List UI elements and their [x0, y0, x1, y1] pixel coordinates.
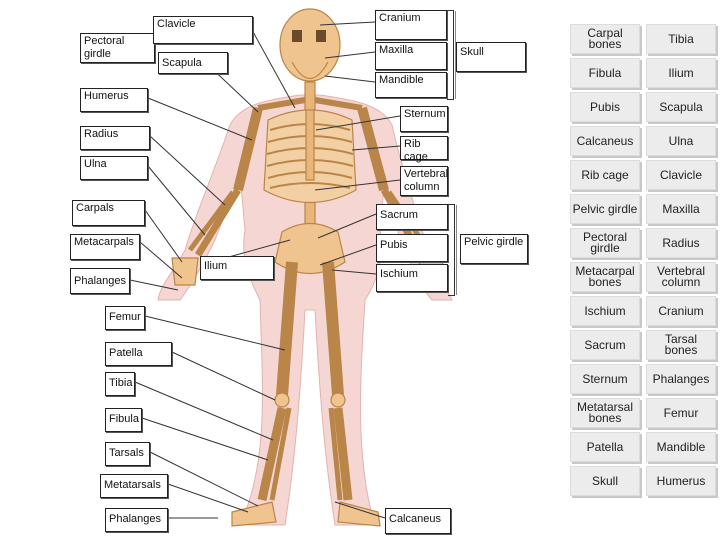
label-maxilla: Maxilla — [375, 42, 447, 70]
card-humerus[interactable]: Humerus — [646, 466, 716, 496]
card-pelvic-girdle[interactable]: Pelvic girdle — [570, 194, 640, 224]
label-rib-cage: Rib cage — [400, 136, 448, 163]
card-sacrum[interactable]: Sacrum — [570, 330, 640, 360]
card-maxilla[interactable]: Maxilla — [646, 194, 716, 224]
label-patella: Patella — [105, 342, 172, 366]
card-vertebral-column[interactable]: Vertebral column — [646, 262, 716, 292]
label-scapula: Scapula — [158, 52, 228, 74]
label-metacarpals: Metacarpals — [70, 234, 140, 260]
label-phalanges-foot: Phalanges — [105, 508, 168, 532]
card-ischium[interactable]: Ischium — [570, 296, 640, 326]
label-radius: Radius — [80, 126, 150, 150]
label-pubis: Pubis — [376, 234, 448, 262]
label-vertebral-column: Vertebral column — [400, 166, 448, 196]
label-femur: Femur — [105, 306, 145, 330]
label-phalanges-hand: Phalanges — [70, 268, 130, 294]
label-fibula: Fibula — [105, 408, 142, 432]
label-skull: Skull — [456, 42, 526, 72]
card-pubis[interactable]: Pubis — [570, 92, 640, 122]
card-tibia[interactable]: Tibia — [646, 24, 716, 54]
label-pelvic-girdle: Pelvic girdle — [460, 234, 528, 264]
card-clavicle[interactable]: Clavicle — [646, 160, 716, 190]
card-radius[interactable]: Radius — [646, 228, 716, 258]
card-patella[interactable]: Patella — [570, 432, 640, 462]
card-pectoral-girdle[interactable]: Pectoral girdle — [570, 228, 640, 258]
label-cranium: Cranium — [375, 10, 447, 40]
card-fibula[interactable]: Fibula — [570, 58, 640, 88]
card-carpal-bones[interactable]: Carpal bones — [570, 24, 640, 54]
card-mandible[interactable]: Mandible — [646, 432, 716, 462]
skull-bracket — [447, 10, 456, 100]
label-tibia: Tibia — [105, 372, 135, 396]
card-sternum[interactable]: Sternum — [570, 364, 640, 394]
card-rib-cage[interactable]: Rib cage — [570, 160, 640, 190]
label-ilium: Ilium — [200, 256, 274, 280]
label-humerus: Humerus — [80, 88, 148, 112]
card-ulna[interactable]: Ulna — [646, 126, 716, 156]
skeleton-diagram — [129, 8, 453, 527]
label-clavicle: Clavicle — [153, 16, 253, 44]
label-pectoral-girdle: Pectoral girdle — [80, 33, 155, 63]
card-phalanges[interactable]: Phalanges — [646, 364, 716, 394]
label-ulna: Ulna — [80, 156, 148, 180]
label-metatarsals: Metatarsals — [100, 474, 168, 498]
label-ischium: Ischium — [376, 264, 448, 292]
label-carpals: Carpals — [72, 200, 145, 226]
card-ilium[interactable]: Ilium — [646, 58, 716, 88]
pelvic-bracket — [448, 204, 457, 296]
card-scapula[interactable]: Scapula — [646, 92, 716, 122]
label-tarsals: Tarsals — [105, 442, 150, 466]
label-mandible: Mandible — [375, 72, 447, 98]
label-sacrum: Sacrum — [376, 204, 448, 230]
card-femur[interactable]: Femur — [646, 398, 716, 428]
card-calcaneus[interactable]: Calcaneus — [570, 126, 640, 156]
card-cranium[interactable]: Cranium — [646, 296, 716, 326]
card-metacarpal-bones[interactable]: Metacarpal bones — [570, 262, 640, 292]
card-tarsal-bones[interactable]: Tarsal bones — [646, 330, 716, 360]
label-sternum: Sternum — [400, 106, 448, 132]
leader-lines — [129, 21, 401, 519]
label-calcaneus: Calcaneus — [385, 508, 451, 534]
card-skull[interactable]: Skull — [570, 466, 640, 496]
card-metatarsal-bones[interactable]: Metatarsal bones — [570, 398, 640, 428]
